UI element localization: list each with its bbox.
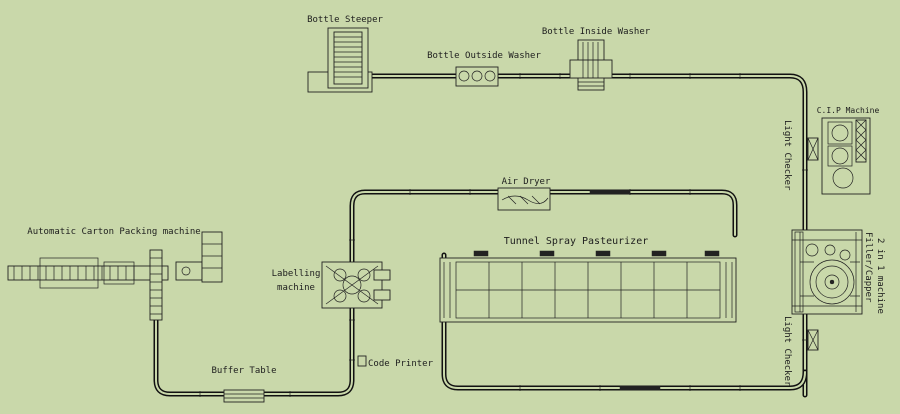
conveyor-pasteurizer-return — [441, 252, 808, 391]
filler-capper-label-line2: 2 in 1 machine — [875, 238, 885, 314]
conveyor-segment — [619, 385, 661, 391]
code-printer-label: Code Printer — [368, 359, 434, 369]
bottle-steeper — [307, 27, 373, 93]
conveyor-ticks — [199, 73, 808, 397]
filler-capper-label-line1: Filler/Capper — [863, 232, 873, 303]
air-dryer-label: Air Dryer — [502, 177, 551, 187]
tunnel-spray-pasteurizer — [439, 250, 737, 323]
bottle-outside-washer-label: Bottle Outside Washer — [427, 51, 541, 61]
code-printer — [357, 355, 367, 367]
carton-packing-machine — [7, 231, 223, 321]
conveyor-segment — [589, 189, 631, 195]
bottle-inside-washer-label: Bottle Inside Washer — [542, 27, 651, 37]
labelling-machine-label-line1: Labelling — [272, 269, 321, 279]
bottle-steeper-label: Bottle Steeper — [307, 15, 383, 25]
filler-capper-machine — [791, 229, 863, 315]
labelling-machine-label-line2: machine — [277, 283, 315, 293]
cip-machine-label: C.I.P Machine — [817, 106, 880, 115]
bottle-inside-washer — [569, 39, 613, 91]
buffer-table-label: Buffer Table — [211, 366, 276, 376]
light-checker-top-label: Light Checker — [782, 120, 792, 191]
light-checker-bottom-label: Light Checker — [782, 316, 792, 387]
air-dryer — [497, 187, 551, 211]
bottle-outside-washer — [455, 66, 499, 87]
light-checker-bottom — [807, 329, 819, 351]
labelling-machine — [321, 261, 391, 309]
conveyor-upper — [367, 73, 808, 398]
tunnel-spray-pasteurizer-label: Tunnel Spray Pasteurizer — [504, 236, 649, 247]
light-checker-top — [807, 137, 819, 161]
buffer-table — [223, 389, 265, 403]
cip-machine — [821, 117, 871, 195]
carton-packing-machine-label: Automatic Carton Packing machine — [27, 227, 200, 237]
